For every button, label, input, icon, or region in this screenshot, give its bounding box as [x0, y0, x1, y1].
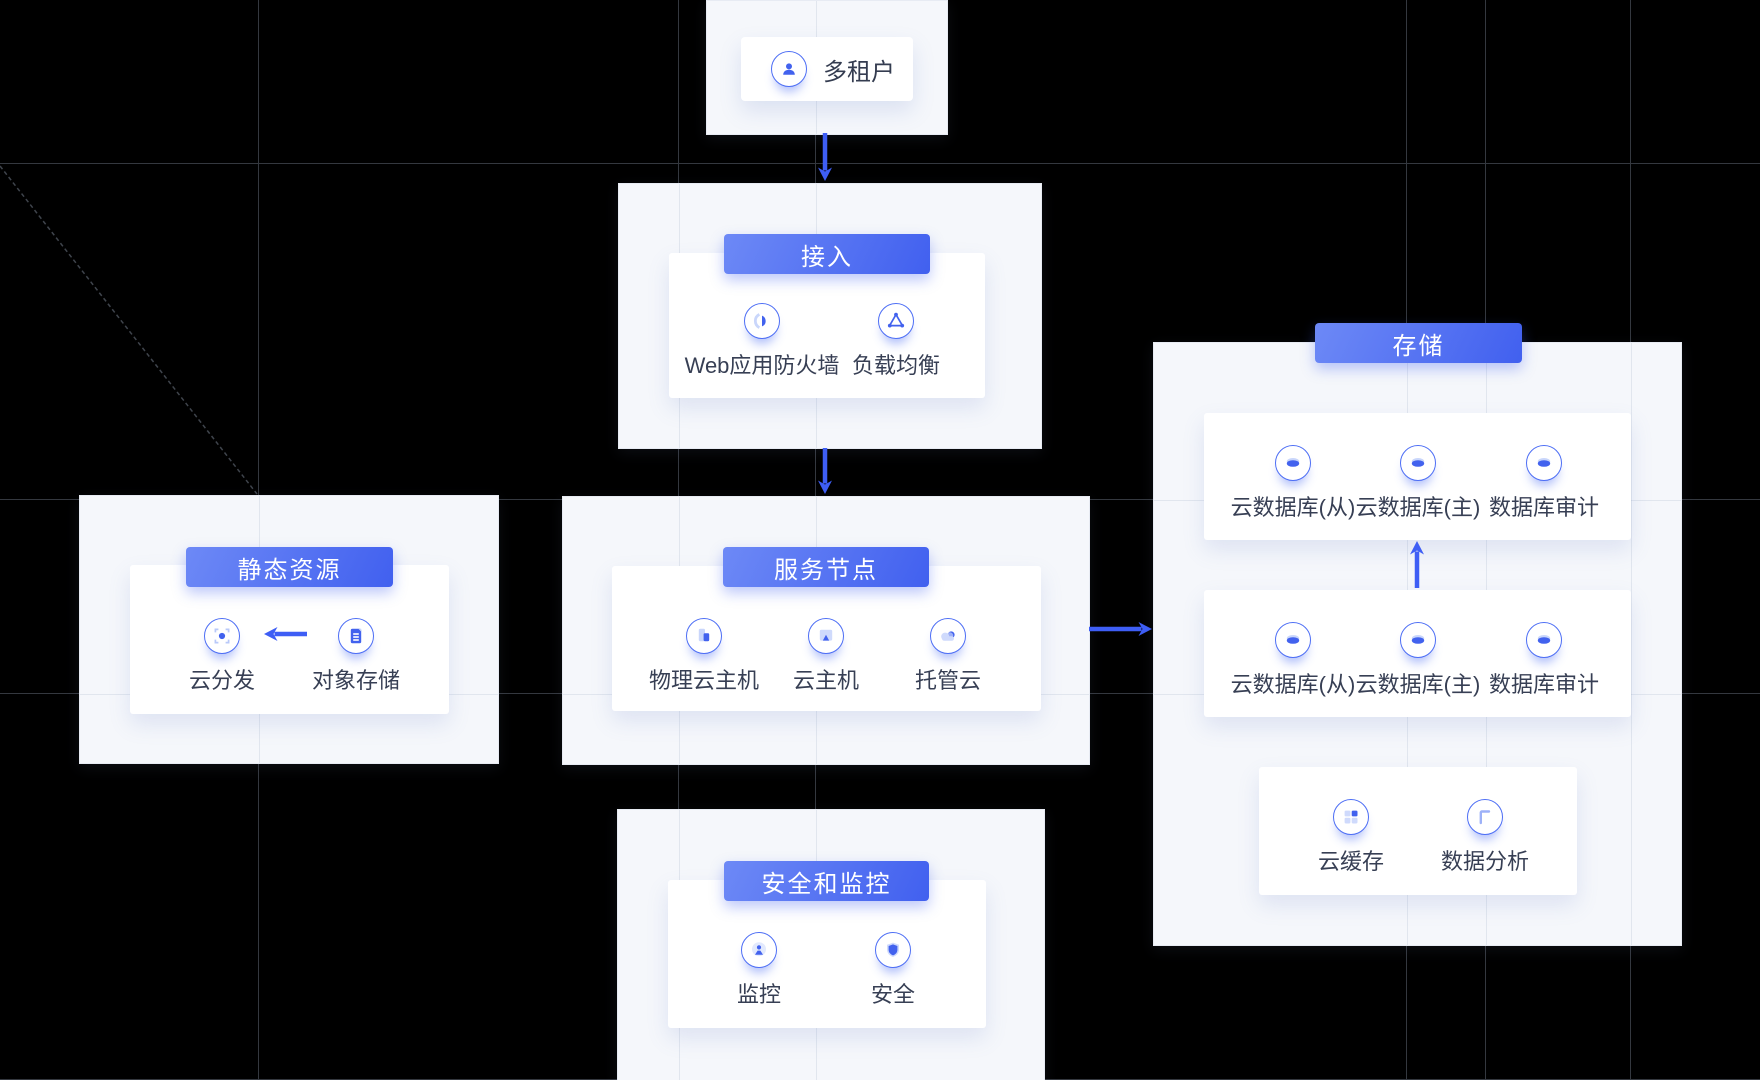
node-label: 负载均衡	[851, 353, 940, 378]
node-label: 云数据库(从)	[1230, 495, 1356, 520]
user-icon	[771, 51, 807, 87]
node-load-balancer[interactable]: 负载均衡	[816, 303, 976, 380]
group-service-nodes[interactable]: 服务节点 物理云主机 云主机	[562, 496, 1090, 765]
group-storage[interactable]: 存储 云数据库(从) 云数据库(主)	[1153, 323, 1682, 946]
database-icon	[1400, 445, 1436, 481]
node-cloud-cache[interactable]: 云缓存	[1271, 799, 1431, 876]
group-title: 静态资源	[237, 556, 342, 584]
node-managed-cloud[interactable]: 托管云	[868, 618, 1028, 695]
node-security[interactable]: 安全	[813, 932, 973, 1009]
group-tenant[interactable]: 多租户	[706, 0, 948, 135]
database-icon	[1400, 622, 1436, 658]
object-storage-icon	[338, 618, 374, 654]
node-label: 数据库审计	[1488, 672, 1599, 697]
node-label: 云缓存	[1317, 849, 1384, 874]
node-label: 数据分析	[1440, 849, 1529, 874]
cloud-host-icon	[808, 618, 844, 654]
node-data-analytics[interactable]: 数据分析	[1405, 799, 1565, 876]
node-db-primary-1[interactable]: 云数据库(主)	[1338, 445, 1498, 522]
storage-db-card-bottom: 云数据库(从) 云数据库(主) 数据库审计	[1204, 590, 1631, 717]
node-physical-host[interactable]: 物理云主机	[624, 618, 784, 695]
node-label: 对象存储	[311, 668, 400, 693]
node-label: 云数据库(从)	[1230, 672, 1356, 697]
storage-cache-card: 云缓存 数据分析	[1259, 767, 1577, 895]
group-title: 安全和监控	[761, 870, 892, 898]
arrow-object-storage-to-cdn	[264, 627, 307, 641]
arrow-service-nodes-to-storage	[1089, 622, 1152, 636]
node-label: 云主机	[792, 668, 859, 693]
node-db-audit-2[interactable]: 数据库审计	[1464, 622, 1624, 699]
waf-icon	[744, 303, 780, 339]
tenant-node[interactable]: 多租户	[741, 37, 913, 101]
grid-line-horizontal	[0, 163, 1760, 164]
arrow-db-secondary-to-primary	[1410, 541, 1424, 588]
arrow-tenant-to-access	[818, 133, 832, 181]
node-object-storage[interactable]: 对象存储	[276, 618, 436, 695]
shield-icon	[875, 932, 911, 968]
group-access-banner: 接入	[724, 234, 930, 274]
node-label: Web应用防火墙	[684, 353, 840, 378]
node-label: 托管云	[914, 668, 981, 693]
node-label: 安全	[870, 982, 915, 1007]
group-static-resources-banner: 静态资源	[186, 547, 393, 587]
group-storage-banner: 存储	[1315, 323, 1522, 363]
group-static-resources[interactable]: 静态资源 云分发	[79, 495, 499, 764]
node-cdn[interactable]: 云分发	[142, 618, 302, 695]
database-icon	[1275, 445, 1311, 481]
group-title: 接入	[801, 243, 853, 271]
node-label: 云数据库(主)	[1355, 672, 1481, 697]
database-icon	[1275, 622, 1311, 658]
group-security-monitoring-card: 监控 安全	[668, 880, 986, 1028]
managed-cloud-icon	[930, 618, 966, 654]
group-service-nodes-banner: 服务节点	[723, 547, 929, 587]
node-label: 数据库审计	[1488, 495, 1599, 520]
node-label: 物理云主机	[648, 668, 759, 693]
storage-db-card-top: 云数据库(从) 云数据库(主) 数据库审计	[1204, 413, 1631, 540]
group-access-card: Web应用防火墙 负载均衡	[669, 253, 985, 398]
node-db-audit-1[interactable]: 数据库审计	[1464, 445, 1624, 522]
physical-host-icon	[686, 618, 722, 654]
tenant-label: 多租户	[823, 58, 895, 86]
node-db-replica-1[interactable]: 云数据库(从)	[1213, 445, 1373, 522]
cdn-icon	[204, 618, 240, 654]
group-title: 存储	[1392, 332, 1445, 360]
node-db-primary-2[interactable]: 云数据库(主)	[1338, 622, 1498, 699]
group-security-monitoring[interactable]: 安全和监控 监控	[617, 809, 1045, 1080]
group-service-nodes-card: 物理云主机 云主机	[612, 566, 1041, 711]
node-db-replica-2[interactable]: 云数据库(从)	[1213, 622, 1373, 699]
arrow-access-to-service-nodes	[818, 448, 832, 494]
node-waf[interactable]: Web应用防火墙	[682, 303, 842, 380]
node-cloud-host[interactable]: 云主机	[746, 618, 906, 695]
diagonal-connector-line	[0, 165, 258, 495]
monitor-camera-icon	[741, 932, 777, 968]
group-access[interactable]: 接入 Web应用防火墙	[618, 183, 1042, 449]
group-static-resources-card: 云分发 对象存储	[130, 565, 449, 714]
cache-icon	[1333, 799, 1369, 835]
node-label: 云分发	[188, 668, 255, 693]
group-security-monitoring-banner: 安全和监控	[724, 861, 929, 901]
database-icon	[1526, 622, 1562, 658]
node-label: 监控	[736, 982, 781, 1007]
node-label: 云数据库(主)	[1355, 495, 1481, 520]
node-monitoring[interactable]: 监控	[679, 932, 839, 1009]
analytics-icon	[1467, 799, 1503, 835]
group-title: 服务节点	[774, 556, 878, 584]
database-icon	[1526, 445, 1562, 481]
load-balancer-icon	[878, 303, 914, 339]
